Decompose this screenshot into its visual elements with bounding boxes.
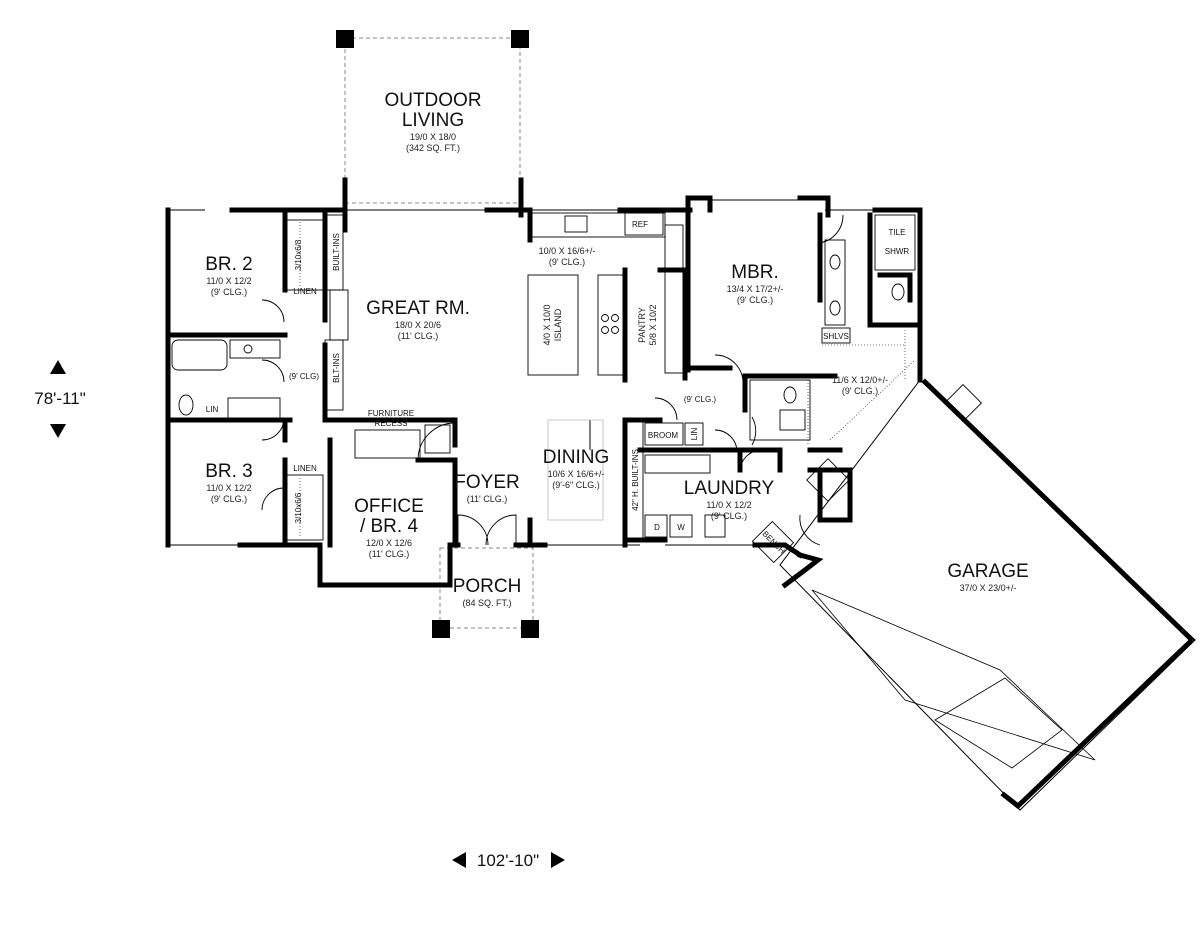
dining-name: DINING <box>543 447 610 468</box>
closet-label-upper-group: 3/10x6/8 <box>294 239 303 270</box>
overall-dimension-markers <box>50 360 565 868</box>
shwr-label: SHWR <box>885 247 910 256</box>
master-bath-clg: (9' CLG.) <box>842 386 878 396</box>
pantry-label: PANTRY 5/8 X 10/2 <box>637 304 658 345</box>
garage-dims: 37/0 X 23/0+/- <box>960 583 1017 593</box>
builtins42-label: 42" H. BUILT-INS <box>631 449 640 511</box>
br3-dims: 11/0 X 12/2 <box>206 483 251 493</box>
great-room-clg: (11' CLG.) <box>398 331 439 341</box>
bltins-label: BLT-INS <box>332 353 341 383</box>
outdoor-living-name-2: LIVING <box>402 110 464 131</box>
outdoor-living-dims: 19/0 X 18/0 <box>410 132 456 142</box>
office-name-1: OFFICE <box>354 496 424 517</box>
outdoor-living-name-1: OUTDOOR <box>384 90 481 111</box>
garage-area <box>779 378 1196 811</box>
builtins-label: BUILT-INS <box>332 233 341 271</box>
exterior-walls <box>165 177 923 588</box>
office-name-2: / BR. 4 <box>360 516 419 537</box>
dining-dims: 10/6 X 16/6+/- <box>548 469 605 479</box>
closet-label-lower-group: 3/10x6/6 <box>294 492 303 523</box>
island-label: 4/0 X 10/0 ISLAND <box>542 304 563 345</box>
office-dims: 12/0 X 12/6 <box>366 538 412 548</box>
master-bath-dims: 11/6 X 12/0+/- <box>832 375 888 385</box>
furniture-label: FURNITURE <box>368 409 414 418</box>
closet-label-lower: 3/10x6/6 <box>294 492 303 523</box>
outdoor-living-area <box>336 30 529 204</box>
bench-label-group: BENCH <box>761 529 787 555</box>
outdoor-living-area-text: (342 SQ. FT.) <box>406 143 460 153</box>
island-dims: 4/0 X 10/0 <box>542 304 552 345</box>
lin-label-bath: LIN <box>206 405 219 414</box>
washer-label: W <box>677 523 685 532</box>
br2-name: BR. 2 <box>205 254 253 275</box>
garage-name: GARAGE <box>947 561 1028 582</box>
bench-label: BENCH <box>761 529 787 555</box>
kitchen-clg: (9' CLG.) <box>549 257 585 267</box>
pantry-name: PANTRY <box>637 307 647 343</box>
foyer-clg: (11' CLG.) <box>467 494 508 504</box>
porch-area-text: (84 SQ. FT.) <box>462 598 511 608</box>
tile-label: TILE <box>889 228 906 237</box>
porch-name: PORCH <box>453 576 522 597</box>
kitchen-dims: 10/0 X 16/6+/- <box>539 246 596 256</box>
hall2-clg-label: (9' CLG.) <box>684 395 717 404</box>
dining-clg: (9'-6" CLG.) <box>552 480 599 490</box>
island-name: ISLAND <box>553 308 563 341</box>
doors <box>261 214 844 546</box>
mbr-clg: (9' CLG.) <box>737 295 773 305</box>
overall-width: 102'-10" <box>477 851 539 870</box>
br3-name: BR. 3 <box>205 461 253 482</box>
builtins-label-group: BUILT-INS <box>332 233 341 271</box>
br2-clg: (9' CLG.) <box>211 287 247 297</box>
hall-clg-label: (9' CLG) <box>289 372 319 381</box>
bltins-label-group: BLT-INS <box>332 353 341 383</box>
builtins42-label-group: 42" H. BUILT-INS <box>631 449 640 511</box>
broom-label: BROOM <box>648 431 679 440</box>
closet-label-upper: 3/10x6/8 <box>294 239 303 270</box>
great-room-name: GREAT RM. <box>366 298 470 319</box>
linen-label-upper: LINEN <box>293 287 317 296</box>
great-room-dims: 18/0 X 20/6 <box>395 320 441 330</box>
fixtures <box>171 212 916 564</box>
mbr-dims: 13/4 X 17/2+/- <box>727 284 784 294</box>
pantry-dims: 5/8 X 10/2 <box>648 304 658 345</box>
recess-label: RECESS <box>375 419 408 428</box>
foyer-name: FOYER <box>454 472 519 493</box>
laundry-dims: 11/0 X 12/2 <box>706 500 751 510</box>
overall-depth: 78'-11" <box>34 389 86 408</box>
lin-label-laundry: LIN <box>690 428 699 441</box>
lin-label-laundry-group: LIN <box>690 428 699 441</box>
br3-clg: (9' CLG.) <box>211 494 247 504</box>
dryer-label: D <box>654 523 660 532</box>
interior-walls <box>165 207 923 548</box>
porch-area <box>432 547 539 638</box>
linen-label-lower: LINEN <box>293 464 317 473</box>
laundry-name: LAUNDRY <box>684 478 775 499</box>
office-clg: (11' CLG.) <box>369 549 410 559</box>
br2-dims: 11/0 X 12/2 <box>206 276 251 286</box>
mbr-name: MBR. <box>731 262 779 283</box>
laundry-clg: (9' CLG.) <box>711 511 747 521</box>
ref-label: REF <box>632 220 648 229</box>
shlvs-label: SHLVS <box>823 332 849 341</box>
